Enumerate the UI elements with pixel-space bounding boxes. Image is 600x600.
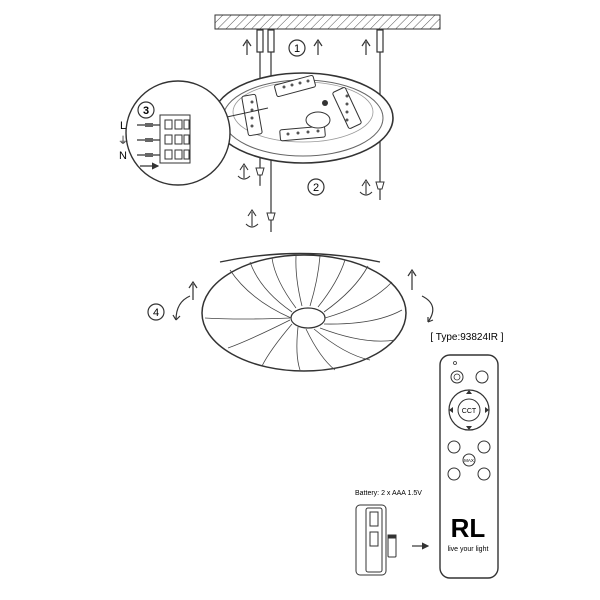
lamp-shade: [201, 252, 407, 372]
step-2-badge: 2: [307, 178, 325, 196]
terminal-label-live: L: [120, 120, 126, 132]
step-1-badge: 1: [288, 39, 306, 57]
step-3-number: 3: [143, 105, 149, 117]
brightness-buttons[interactable]: [447, 440, 491, 481]
step-2-number: 2: [313, 182, 319, 194]
moon-icon[interactable]: [475, 370, 489, 384]
cct-button[interactable]: CCT: [462, 408, 477, 415]
rotate-arrow-icon: [237, 163, 373, 228]
max-button[interactable]: MAX: [464, 458, 474, 463]
led-chips: [250, 79, 349, 136]
terminal-label-neutral: N: [119, 150, 127, 162]
screw-icon: [255, 167, 385, 232]
step-3-badge: 3: [137, 101, 155, 119]
step-1-number: 1: [294, 43, 300, 55]
rotate-arrow-icon: [172, 268, 434, 323]
ceiling: [214, 14, 441, 30]
up-arrow-icon: [242, 38, 371, 55]
driver-connector: [322, 100, 328, 106]
shade-swirl-pattern: [204, 255, 403, 371]
step-4-number: 4: [153, 307, 159, 319]
brand-logo: RL: [451, 513, 486, 543]
remote-type-label: [ Type:93824IR ]: [430, 332, 503, 343]
remote-dpad[interactable]: [448, 389, 490, 431]
battery-compartment: [355, 504, 397, 576]
brand-tagline: live your light: [448, 546, 489, 553]
power-icon[interactable]: [450, 370, 464, 384]
terminal-label-earth: ⏚: [118, 135, 128, 147]
step-4-badge: 4: [147, 303, 165, 321]
led-modules: [241, 74, 362, 142]
battery-label: Battery: 2 x AAA 1.5V: [355, 490, 422, 497]
wiring-detail: [125, 80, 231, 186]
